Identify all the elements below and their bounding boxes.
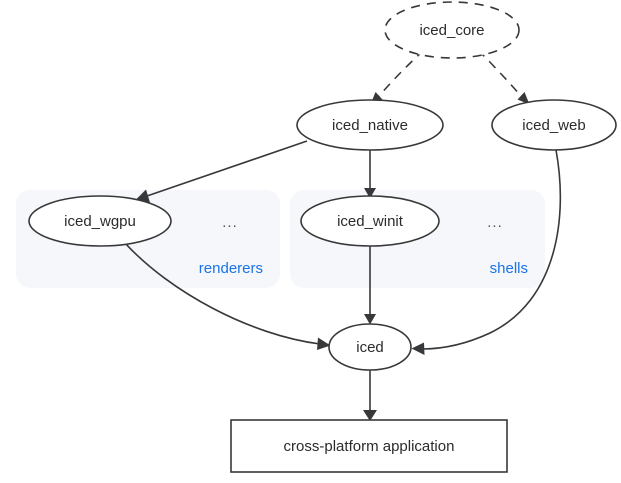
node-iced-core-label: iced_core xyxy=(419,22,484,39)
group-shells-ellipsis: ... xyxy=(487,214,503,231)
edge-iced-winit-to-iced xyxy=(364,246,376,325)
edge-iced-wgpu-to-iced xyxy=(124,242,331,350)
node-cross-platform-application[interactable]: cross-platform application xyxy=(230,419,508,473)
node-iced-label: iced xyxy=(356,339,384,356)
node-iced-web-label: iced_web xyxy=(522,117,585,134)
node-iced-web-shape[interactable] xyxy=(491,99,617,151)
node-iced-core[interactable]: iced_core xyxy=(384,1,520,59)
node-iced-native-label: iced_native xyxy=(332,117,408,134)
node-iced-winit-shape[interactable] xyxy=(300,195,440,247)
node-iced-wgpu-shape[interactable] xyxy=(28,195,172,247)
node-iced-winit-label: iced_winit xyxy=(337,213,404,230)
edge-iced-web-to-iced xyxy=(411,149,562,355)
node-application-label: cross-platform application xyxy=(284,438,455,455)
edge-iced-native-to-iced-wgpu xyxy=(136,140,308,203)
node-iced-shape[interactable] xyxy=(328,323,412,371)
node-iced-wgpu-label: iced_wgpu xyxy=(64,213,136,230)
edge-iced-to-application xyxy=(363,370,377,421)
edge-iced-native-to-iced-winit xyxy=(364,150,376,199)
node-application-box[interactable] xyxy=(230,419,508,473)
group-shells-label: shells xyxy=(490,260,528,277)
node-iced[interactable]: iced xyxy=(328,323,412,371)
node-iced-winit[interactable]: iced_winit xyxy=(300,195,440,247)
node-iced-native-shape[interactable] xyxy=(296,99,444,151)
edge-iced-core-to-iced-web xyxy=(477,49,530,105)
group-renderers-ellipsis: ... xyxy=(222,214,238,231)
edge-iced-core-to-iced-native xyxy=(370,49,425,105)
node-iced-native[interactable]: iced_native xyxy=(296,99,444,151)
node-iced-web[interactable]: iced_web xyxy=(491,99,617,151)
group-renderers-label: renderers xyxy=(199,260,263,277)
node-iced-wgpu[interactable]: iced_wgpu xyxy=(28,195,172,247)
node-iced-core-shape[interactable] xyxy=(384,1,520,59)
